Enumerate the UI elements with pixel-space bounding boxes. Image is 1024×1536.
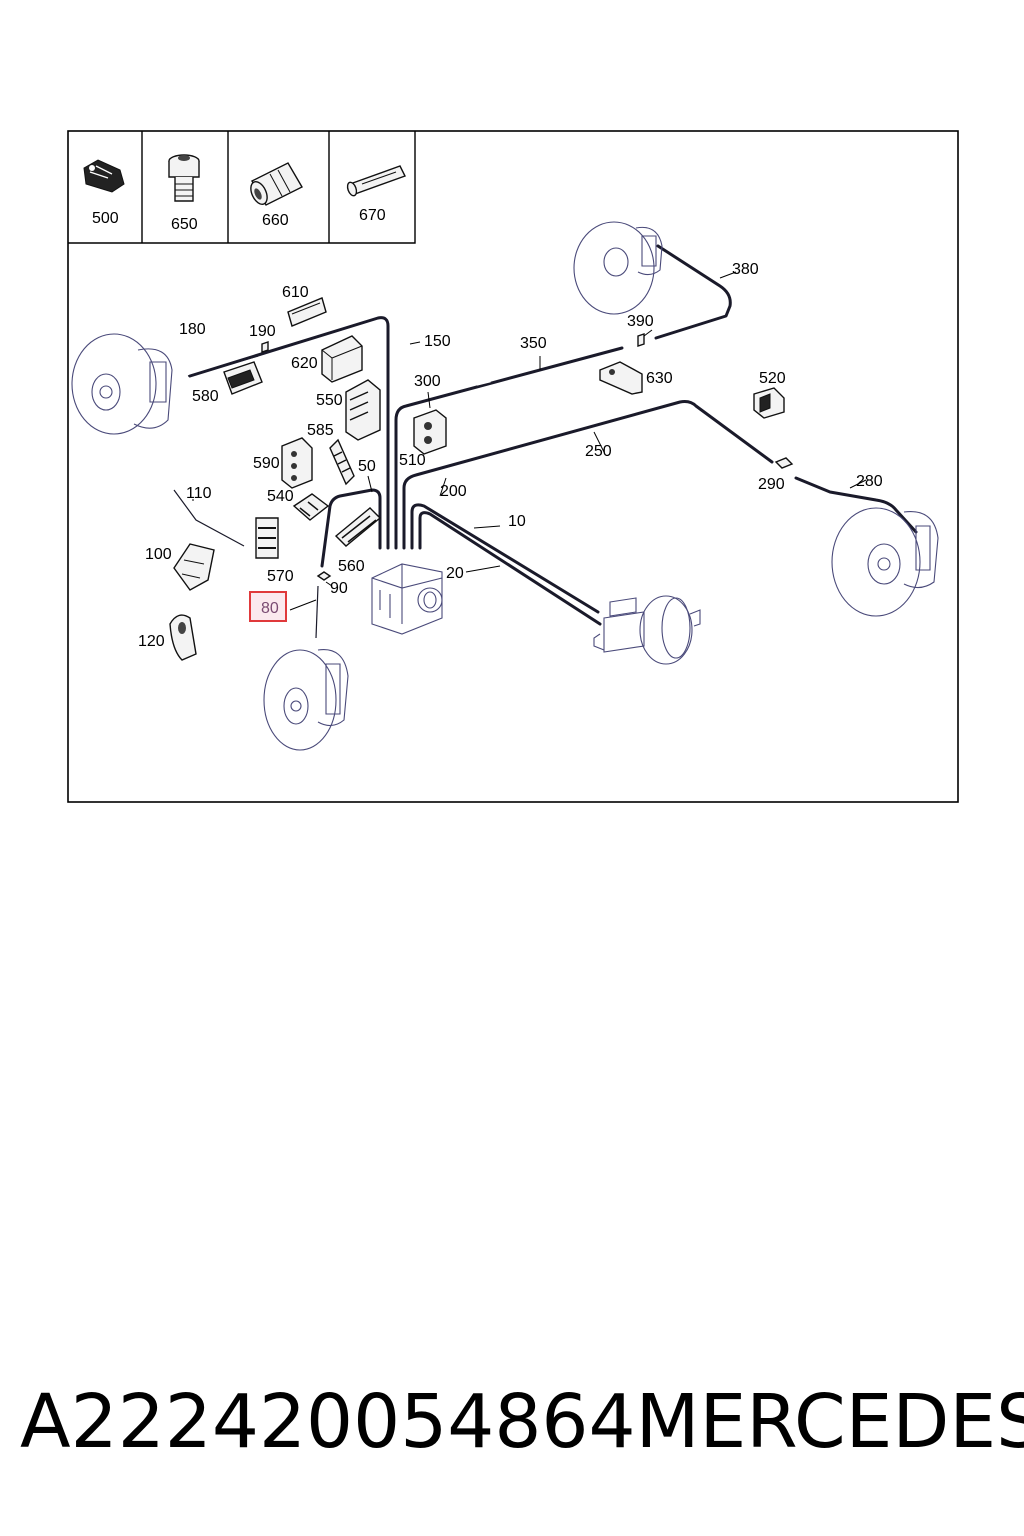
front-left-brake-disc: [263, 648, 349, 751]
holder-510-icon: [413, 409, 447, 455]
header-part-660: 660: [262, 212, 289, 229]
abs-hydraulic-unit: [371, 563, 443, 635]
grommet-610-icon: [287, 297, 327, 327]
callout-300: 300: [414, 373, 441, 390]
callout-590: 590: [253, 455, 280, 472]
front-right-brake-disc: [573, 221, 663, 315]
callout-120: 120: [138, 633, 165, 650]
bracket-620-icon: [321, 335, 363, 383]
callout-250: 250: [585, 443, 612, 460]
rear-left-brake-disc: [71, 333, 173, 435]
callout-390: 390: [627, 313, 654, 330]
nut-650-icon: [168, 154, 200, 202]
callout-100: 100: [145, 546, 172, 563]
clip-90-icon: [316, 571, 332, 581]
header-part-670: 670: [359, 207, 386, 224]
header-part-650: 650: [171, 216, 198, 233]
callout-190: 190: [249, 323, 276, 340]
highlighted-callout-80[interactable]: 80: [249, 591, 287, 622]
part-number: A222420054864: [20, 1379, 636, 1465]
clip-390-icon: [637, 333, 645, 347]
sensor-bracket-100-icon: [173, 543, 215, 591]
callout-leaders: [192, 271, 867, 611]
callout-570: 570: [267, 568, 294, 585]
sensor-520-icon: [753, 387, 785, 419]
callout-610: 610: [282, 284, 309, 301]
callout-350: 350: [520, 335, 547, 352]
callout-10: 10: [508, 513, 526, 530]
callout-290: 290: [758, 476, 785, 493]
holder-580-icon: [223, 361, 263, 395]
cover-120-icon: [169, 614, 197, 661]
callout-630: 630: [646, 370, 673, 387]
master-cylinder-booster: [593, 595, 701, 665]
holder-570-icon: [255, 517, 279, 559]
callout-80: 80: [261, 600, 279, 617]
part-caption: A222420054864 MERCEDES: [20, 1372, 1024, 1472]
clip-500-icon: [83, 159, 125, 193]
callout-550: 550: [316, 392, 343, 409]
clip-540-icon: [292, 493, 330, 521]
callout-585: 585: [307, 422, 334, 439]
clip-290-icon: [774, 457, 794, 469]
callout-200: 200: [440, 483, 467, 500]
callout-20: 20: [446, 565, 464, 582]
clip-190-icon: [261, 341, 269, 353]
callout-560: 560: [338, 558, 365, 575]
bracket-630-icon: [599, 361, 643, 395]
brake-system-diagram: 500 650 660 670: [67, 130, 959, 803]
callout-520: 520: [759, 370, 786, 387]
callout-620: 620: [291, 355, 318, 372]
clip-560-icon: [334, 507, 382, 547]
callout-150: 150: [424, 333, 451, 350]
callout-580: 580: [192, 388, 219, 405]
header-part-500: 500: [92, 210, 119, 227]
callout-280: 280: [856, 473, 883, 490]
parts-header-table: 500 650 660 670: [68, 131, 416, 244]
clip-550-icon: [345, 379, 381, 441]
callout-540: 540: [267, 488, 294, 505]
callout-110: 110: [186, 485, 212, 502]
callout-510: 510: [399, 452, 426, 469]
callout-380: 380: [732, 261, 759, 278]
brake-pipes: [173, 244, 918, 639]
highlight-box: [249, 591, 287, 622]
clip-585-icon: [329, 438, 355, 486]
clip-590-icon: [281, 437, 313, 489]
callout-labels: 10 20 50 90 100 110 120 150 180 190 200 …: [138, 261, 883, 650]
sleeve-670-icon: [346, 165, 406, 197]
rear-right-brake-disc: [831, 507, 939, 617]
callout-50: 50: [358, 458, 376, 475]
callout-180: 180: [179, 321, 206, 338]
callout-90: 90: [330, 580, 348, 597]
diagram-frame: [67, 130, 959, 803]
brand-name: MERCEDES: [635, 1379, 1024, 1465]
fitting-660-icon: [250, 162, 303, 206]
